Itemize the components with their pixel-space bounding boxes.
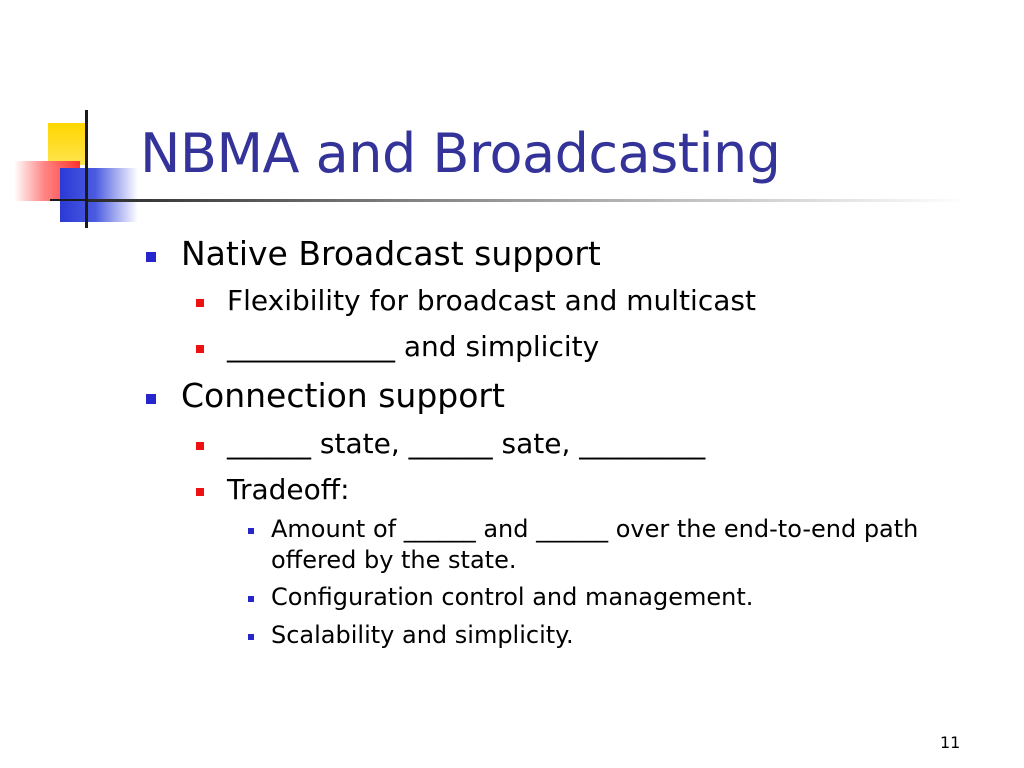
bullet-text: Flexibility for broadcast and multicast (227, 284, 756, 317)
square-bullet-icon (196, 345, 204, 353)
bullet-text: Native Broadcast support (181, 234, 601, 273)
bullet-text: Scalability and simplicity. (271, 621, 574, 649)
vertical-line-decoration (85, 110, 88, 228)
slide-title: NBMA and Broadcasting (140, 122, 781, 185)
yellow-square-decoration (48, 123, 88, 165)
square-bullet-icon (248, 528, 254, 534)
bullet-text: Amount of ______ and ______ over the end… (271, 515, 919, 574)
corner-logo-decoration (0, 0, 140, 230)
bullet-text: Configuration control and management. (271, 583, 754, 611)
square-bullet-icon (196, 488, 204, 496)
bullet-text: ______ state, ______ sate, _________ (227, 427, 706, 460)
blue-square-decoration (60, 168, 138, 222)
bullet-text: Connection support (181, 376, 505, 415)
square-bullet-icon (196, 299, 204, 307)
bullet-text: Tradeoff: (227, 473, 350, 506)
square-bullet-icon (196, 442, 204, 450)
title-underline (88, 199, 968, 202)
slide-number: 11 (940, 733, 961, 752)
square-bullet-icon (248, 634, 254, 640)
square-bullet-icon (146, 252, 156, 262)
bullet-text: ____________ and simplicity (227, 330, 600, 363)
square-bullet-icon (146, 394, 156, 404)
square-bullet-icon (248, 596, 254, 602)
